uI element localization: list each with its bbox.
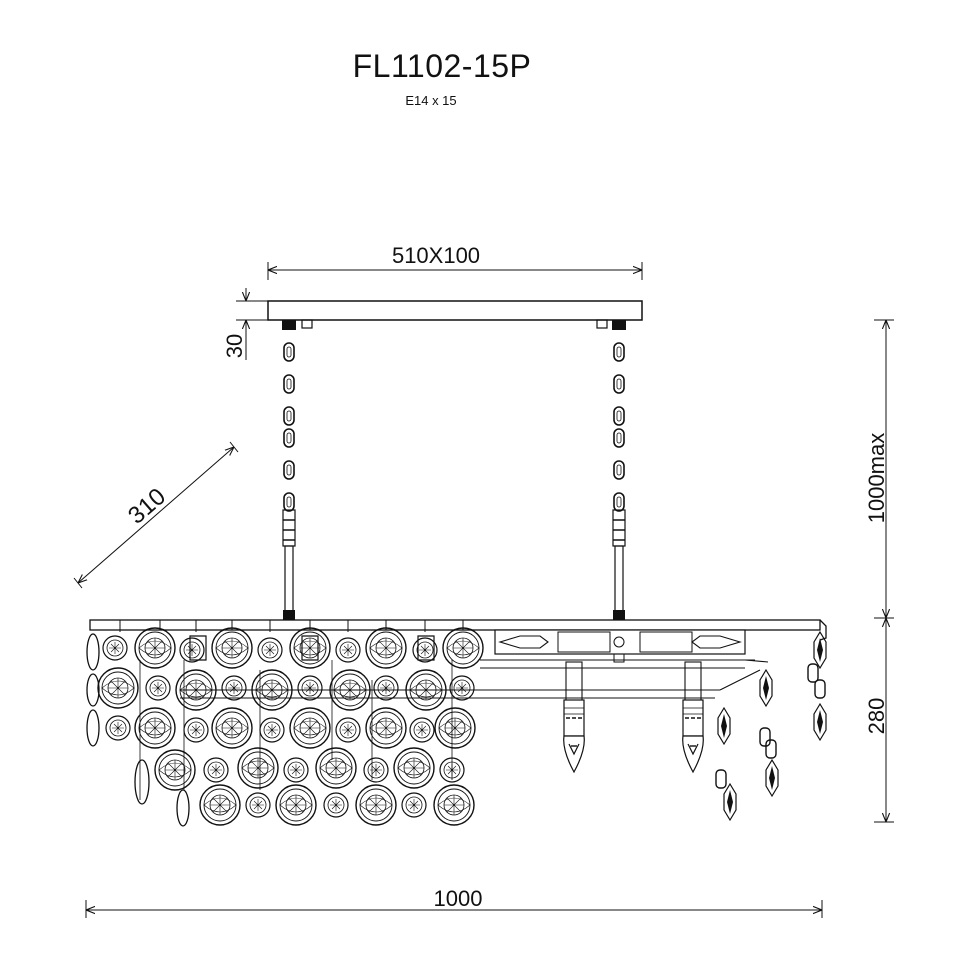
canopy <box>267 300 643 330</box>
dim-canopy-height: 30 <box>222 288 268 360</box>
crystal-row-3 <box>105 707 476 749</box>
frame <box>89 619 827 699</box>
dim-canopy-height-label: 30 <box>222 334 247 358</box>
bulbs <box>189 635 705 773</box>
dim-overall-length: 1000 <box>85 886 823 918</box>
crystal-row-top <box>102 627 484 669</box>
dim-depth-label: 310 <box>123 483 171 530</box>
lamp-spec: E14 x 15 <box>405 93 457 108</box>
dim-depth: 310 <box>73 441 239 589</box>
right-chain <box>612 342 626 622</box>
right-pendants <box>715 631 827 821</box>
crystal-row-2 <box>97 667 475 711</box>
dim-overall-length-label: 1000 <box>434 886 483 911</box>
model-title: FL1102-15P <box>352 48 532 84</box>
crystal-drops <box>86 620 464 827</box>
crystal-row-4 <box>154 747 465 791</box>
dim-canopy-width: 510X100 <box>267 243 643 280</box>
dim-body-height-label: 280 <box>864 698 889 735</box>
dim-canopy-label: 510X100 <box>392 243 480 268</box>
crystal-row-bottom <box>199 784 475 826</box>
crystal-cluster <box>86 620 484 827</box>
dim-body-height: 280 <box>864 618 894 823</box>
left-chain <box>282 342 296 622</box>
dim-suspension-label: 1000max <box>864 433 889 524</box>
dim-suspension: 1000max <box>864 319 894 619</box>
